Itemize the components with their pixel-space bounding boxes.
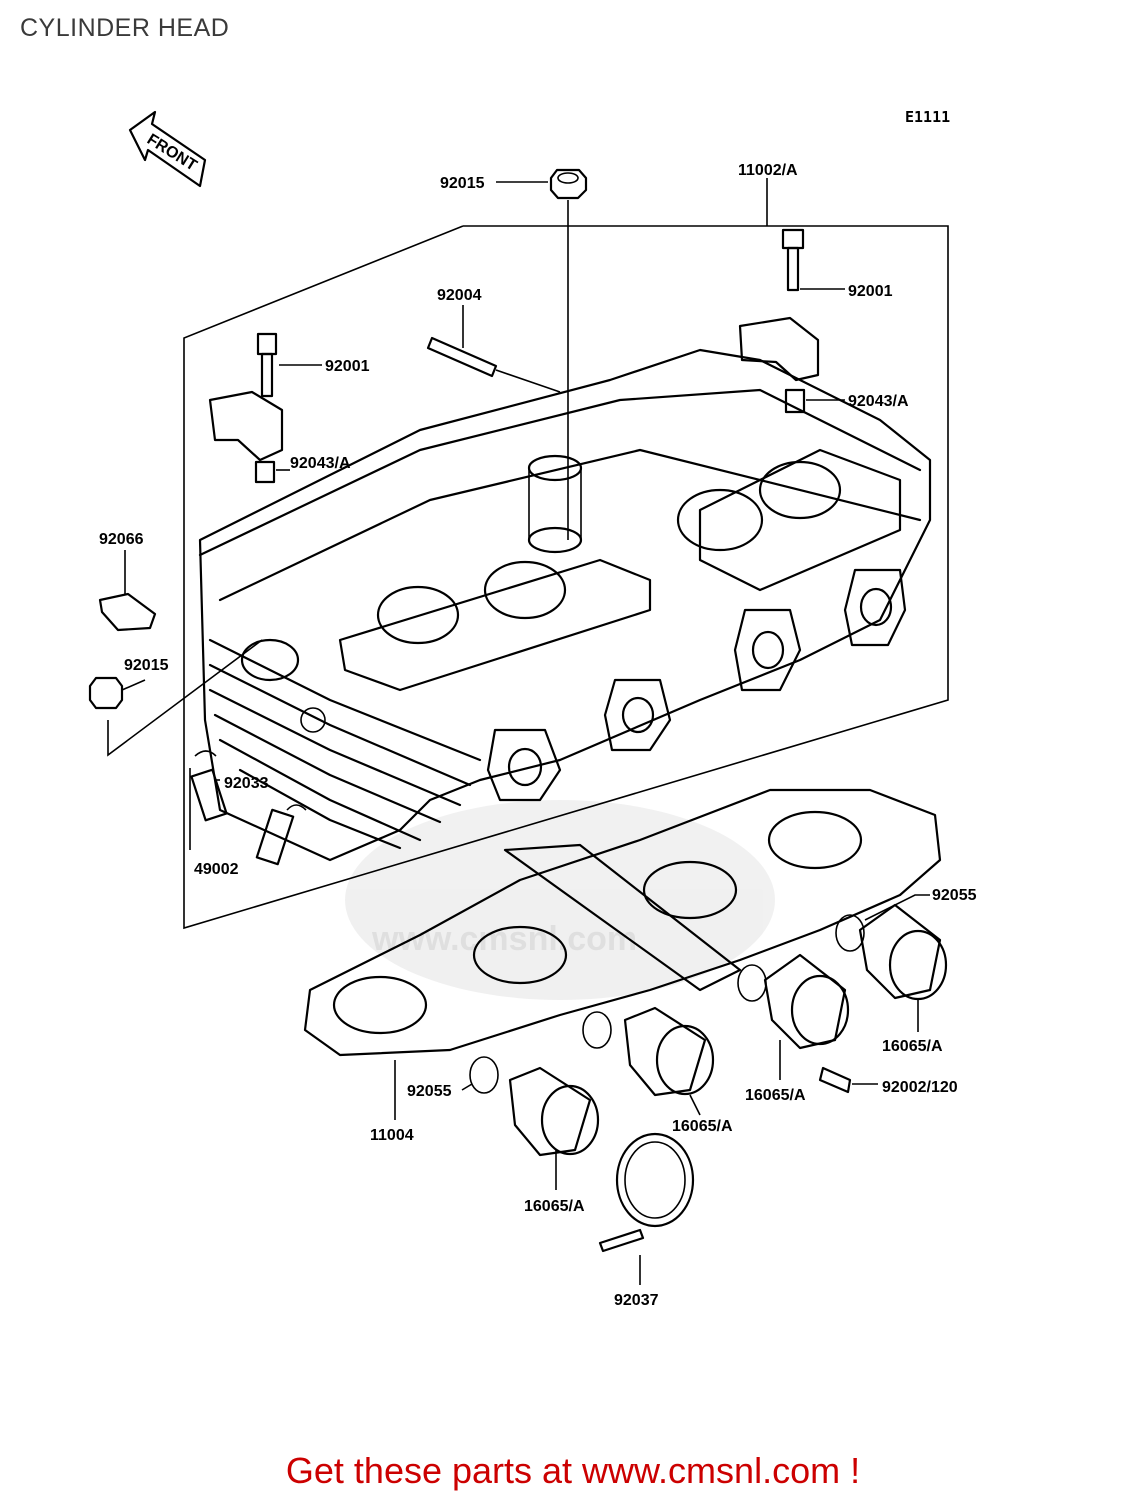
- assembly-bracket: [183, 178, 949, 930]
- label-16065a-right-lower: 16065/A: [745, 1087, 806, 1104]
- label-11002a: 11002/A: [738, 162, 798, 179]
- label-92015-top: 92015: [440, 175, 485, 192]
- label-92001-left: 92001: [325, 358, 370, 375]
- label-92001-right: 92001: [848, 283, 893, 300]
- head-gasket: [303, 788, 942, 1120]
- label-92033: 92033: [224, 775, 269, 792]
- label-16065a-middle: 16065/A: [672, 1118, 733, 1135]
- plug-cap-left: [98, 550, 157, 632]
- exploded-parts-diagram: www.cmsnl.com FRONT E1111: [88, 108, 977, 1309]
- label-16065a-bottom: 16065/A: [524, 1198, 585, 1215]
- label-11004: 11004: [370, 1127, 414, 1144]
- bolt-right: [738, 228, 845, 414]
- label-92043a-right: 92043/A: [848, 393, 909, 410]
- intake-holder-1: [461, 1056, 600, 1190]
- label-92043a-left: 92043/A: [290, 455, 351, 472]
- label-92066: 92066: [99, 531, 144, 548]
- footer-link-banner[interactable]: Get these parts at www.cmsnl.com !: [285, 1450, 861, 1491]
- label-92015-left: 92015: [124, 657, 169, 674]
- label-92037: 92037: [614, 1292, 659, 1309]
- label-16065a-right-upper: 16065/A: [882, 1038, 943, 1055]
- label-92055-left: 92055: [407, 1083, 452, 1100]
- intake-holder-3: [737, 953, 878, 1094]
- watermark-text: www.cmsnl.com: [371, 920, 637, 958]
- label-92004: 92004: [437, 287, 482, 304]
- intake-holder-4: [835, 894, 948, 1032]
- hose-clamp: [598, 1132, 695, 1285]
- label-92002-120: 92002/120: [882, 1079, 958, 1096]
- label-92055-right: 92055: [932, 887, 977, 904]
- watermark: www.cmsnl.com: [345, 800, 775, 1000]
- page-title: CYLINDER HEAD: [20, 14, 230, 42]
- bolt-left: [208, 332, 322, 484]
- reference-code: E1111: [905, 108, 950, 126]
- cap-nut-top: [496, 168, 588, 540]
- front-direction-arrow: FRONT: [128, 110, 207, 188]
- cap-nut-left: [88, 639, 263, 757]
- stud-bolt: [426, 305, 561, 393]
- label-49002: 49002: [194, 861, 239, 878]
- cylinder-head-body: [198, 348, 932, 862]
- intake-holder-2: [582, 1006, 715, 1116]
- valve-guides: [189, 750, 307, 866]
